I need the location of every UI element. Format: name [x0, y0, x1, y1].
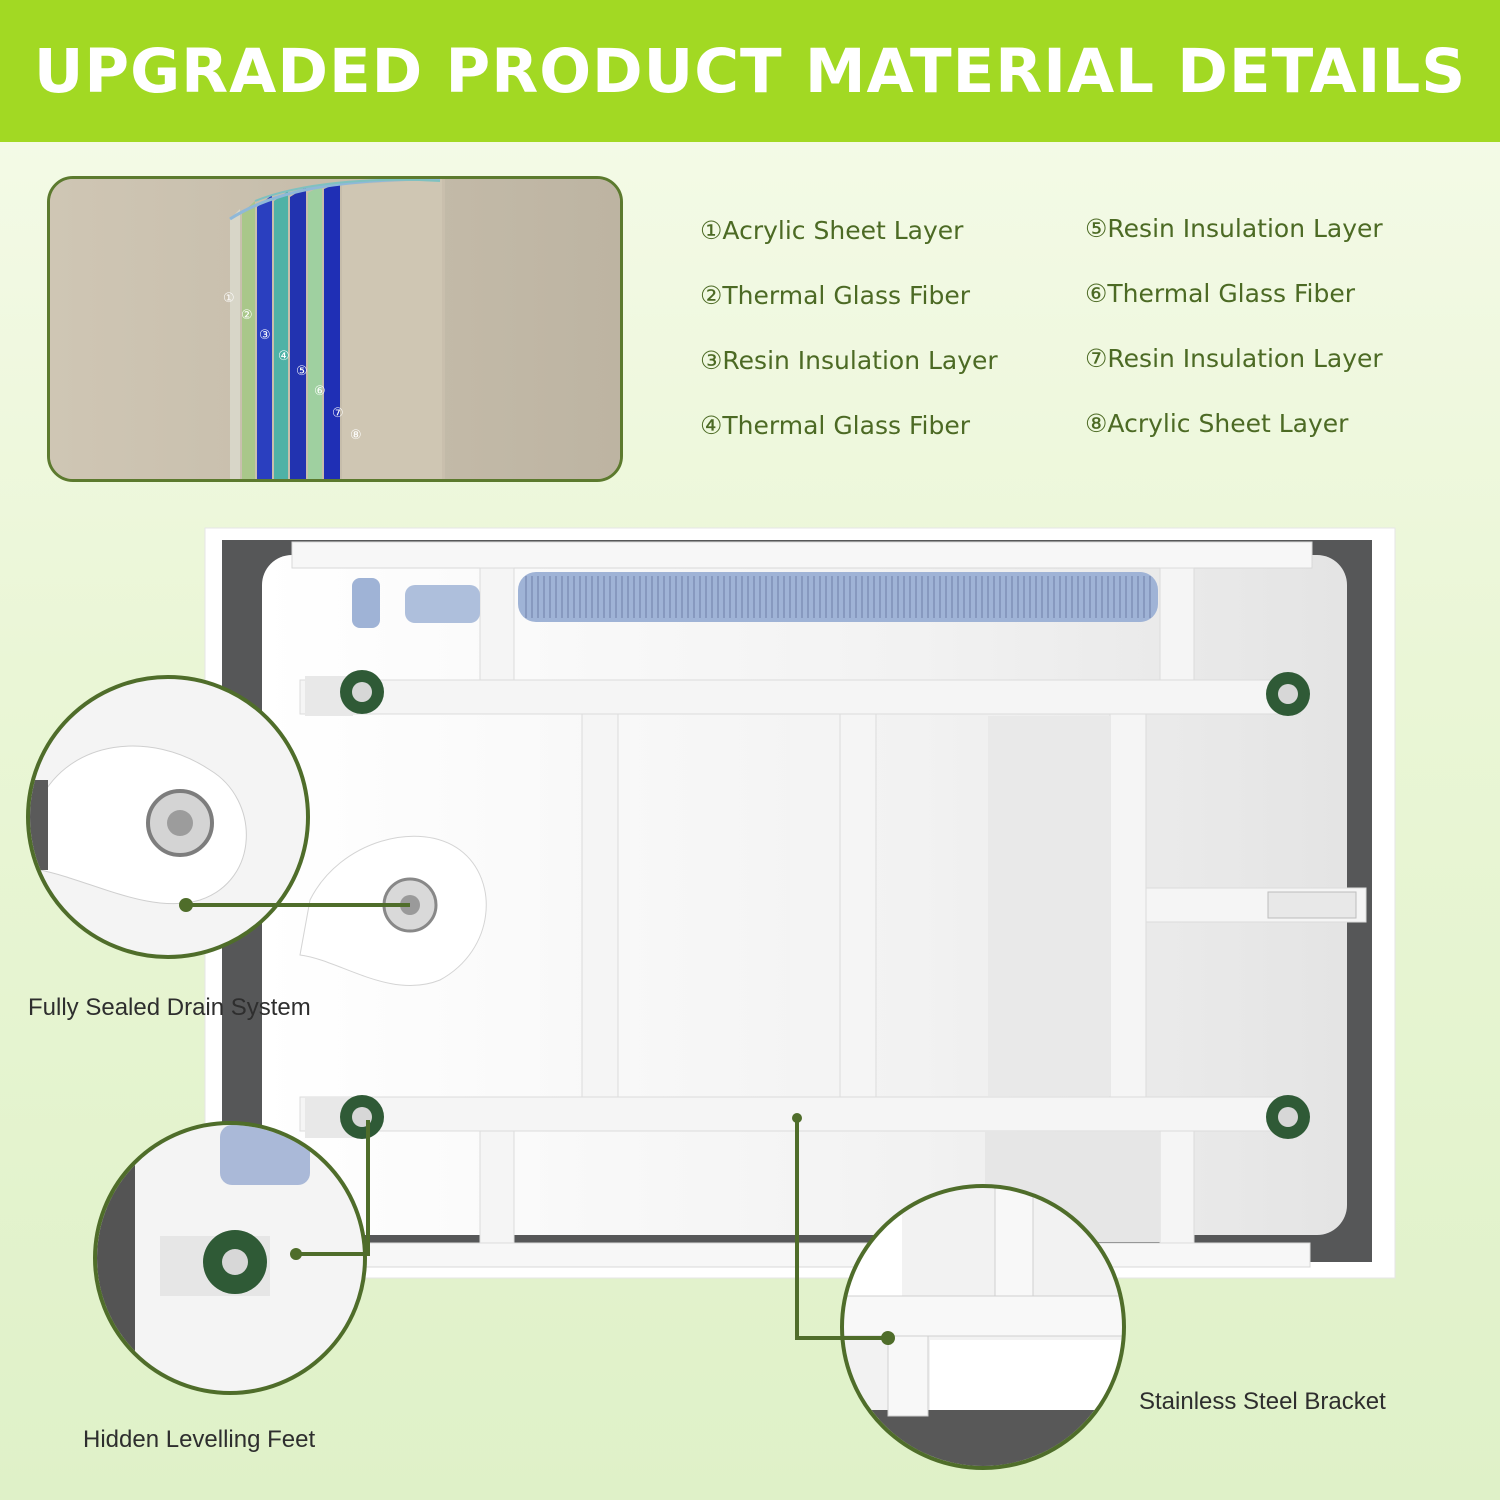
feet-zoom-callout — [93, 1121, 367, 1395]
layer-sheet-2 — [242, 201, 255, 479]
layer-sheet-5 — [290, 187, 306, 479]
feet-callout-line — [296, 1120, 370, 1256]
layer-marker: ③ — [259, 328, 271, 343]
vertical-beam — [479, 1130, 515, 1244]
layer-sheet-4 — [274, 191, 288, 479]
bottom-rail — [291, 1242, 1311, 1268]
layer-marker: ⑦ — [332, 406, 344, 421]
drain-elbow — [352, 578, 380, 628]
layer-marker: ⑧ — [350, 428, 362, 443]
bracket-zoom-callout — [840, 1184, 1126, 1470]
recess-shade — [988, 716, 1110, 1096]
layer-item: ⑤Resin Insulation Layer — [1085, 214, 1383, 243]
title-banner: UPGRADED PRODUCT MATERIAL DETAILS — [0, 0, 1500, 142]
upper-beam — [299, 679, 1301, 715]
layer-item: ④Thermal Glass Fiber — [700, 411, 970, 440]
top-rail — [291, 541, 1313, 569]
bracket-callout-dot — [881, 1331, 895, 1345]
vertical-beam — [581, 713, 619, 1098]
bracket-callout-line — [795, 1118, 888, 1340]
layer-sheet-7 — [324, 182, 340, 479]
steel-bracket-label: Stainless Steel Bracket — [1139, 1388, 1386, 1415]
vertical-beam — [479, 567, 515, 681]
steel-bracket — [1267, 891, 1357, 919]
levelling-foot — [1266, 1095, 1310, 1139]
layer-marker: ⑤ — [296, 364, 308, 379]
vertical-beam — [1159, 1130, 1195, 1244]
bracket-anchor-dot — [792, 1113, 802, 1123]
vertical-beam — [1159, 567, 1195, 681]
vertical-beam — [839, 713, 877, 1098]
drain-system-label: Fully Sealed Drain System — [28, 994, 311, 1021]
levelling-foot — [305, 670, 384, 716]
layer-marker: ② — [241, 308, 253, 323]
layer-item: ①Acrylic Sheet Layer — [700, 216, 964, 245]
layer-item: ⑧Acrylic Sheet Layer — [1085, 409, 1349, 438]
layer-sheet-1 — [230, 209, 240, 479]
layer-item: ②Thermal Glass Fiber — [700, 281, 970, 310]
layer-list-right: ⑤Resin Insulation Layer ⑥Thermal Glass F… — [1085, 214, 1383, 474]
layer-marker: ① — [223, 291, 235, 306]
layer-marker: ⑥ — [314, 384, 326, 399]
page-title: UPGRADED PRODUCT MATERIAL DETAILS — [33, 35, 1467, 107]
layer-sheet-6 — [308, 185, 322, 479]
layer-sheet-8 — [342, 179, 442, 479]
drain-elbow — [405, 585, 480, 623]
drain-callout-dot — [179, 898, 193, 912]
layer-item: ③Resin Insulation Layer — [700, 346, 998, 375]
drain-zoom-callout — [26, 675, 310, 959]
lower-beam — [299, 1096, 1301, 1132]
levelling-feet-label: Hidden Levelling Feet — [83, 1426, 316, 1453]
layer-sheet-3 — [257, 195, 272, 479]
feet-callout-dot — [290, 1248, 302, 1260]
layer-item: ⑦Resin Insulation Layer — [1085, 344, 1383, 373]
layer-marker: ④ — [278, 349, 290, 364]
layer-list-left: ①Acrylic Sheet Layer ②Thermal Glass Fibe… — [700, 216, 998, 476]
levelling-foot — [1266, 672, 1310, 716]
levelling-foot — [305, 1095, 384, 1139]
vertical-beam — [1109, 713, 1147, 1098]
layer-item: ⑥Thermal Glass Fiber — [1085, 279, 1355, 308]
